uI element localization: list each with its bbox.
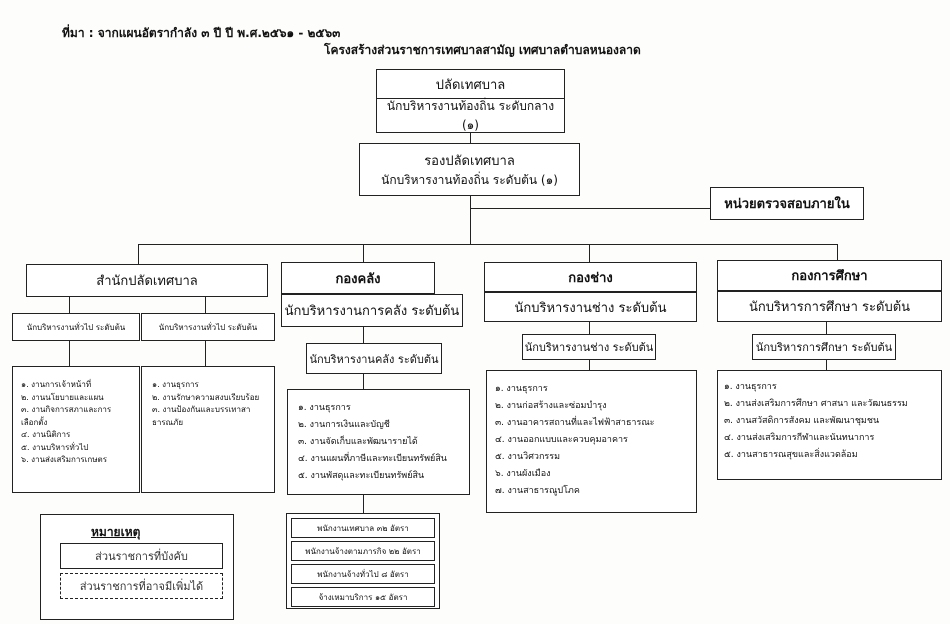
list-item: ๒. งานนโยบายและแผน (21, 392, 104, 402)
list-item: ๒. งานการเงินและบัญชี (298, 420, 390, 430)
office-sub-left: นักบริหารงานทั่วไป ระดับต้น (12, 313, 140, 341)
source-note: ที่มา : จากแผนอัตรากำลัง ๓ ปี ปี พ.ศ.๒๕๖… (62, 26, 341, 40)
staff-row: พนักงานจ้างตามภารกิจ ๒๒ อัตรา (291, 541, 435, 561)
education-subtitle-box: นักบริหารการศึกษา ระดับต้น (717, 291, 942, 322)
note-box: หมายเหตุ ส่วนราชการที่บังคับ ส่วนราชการท… (40, 514, 234, 620)
finance-sub-box: นักบริหารงานคลัง ระดับต้น (306, 343, 442, 374)
list-item: ๖. งานส่งเสริมการเกษตร (21, 455, 107, 464)
list-item: ๓. งานจัดเก็บและพัฒนารายได้ (298, 437, 418, 447)
education-sub-box: นักบริหารการศึกษา ระดับต้น (752, 334, 896, 360)
engineering-sub-box: นักบริหารงานช่าง ระดับต้น (522, 334, 656, 360)
office-sub-right: นักบริหารงานทั่วไป ระดับต้น (141, 313, 275, 341)
list-item: ๖. งานผังเมือง (495, 469, 551, 479)
list-item: ๔. งานนิติการ (21, 430, 71, 439)
list-item: ๑. งานธุรการ (495, 384, 548, 394)
deputy-subtitle: นักบริหารงานท้องถิ่น ระดับต้น (๑) (381, 172, 558, 187)
deputy-box: รองปลัดเทศบาล นักบริหารงานท้องถิ่น ระดับ… (359, 143, 580, 196)
note-line1: ส่วนราชการที่บังคับ (60, 543, 223, 569)
office-left-list: ๑. งานการเจ้าหน้าที่๒. งานนโยบายและแผน๓.… (12, 366, 140, 493)
staff-box: พนักงานเทศบาล ๓๒ อัตรา พนักงานจ้างตามภาร… (286, 513, 440, 609)
list-item: ๒. งานรักษาความสงบเรียบร้อย (152, 392, 260, 402)
note-line2: ส่วนราชการที่อาจมีเพิ่มได้ (60, 573, 223, 599)
top-subtitle: นักบริหารงานท้องถิ่น ระดับกลาง (๑) (386, 99, 555, 132)
engineering-title-box: กองช่าง (484, 262, 697, 292)
list-item: ธารณภัย (152, 417, 184, 427)
staff-row: พนักงานจ้างทั่วไป ๘ อัตรา (291, 564, 435, 584)
education-list: ๑. งานธุรการ๒. งานส่งเสริมการศึกษา ศาสนา… (717, 370, 942, 480)
office-title-box: สำนักปลัดเทศบาล (26, 264, 268, 297)
list-item: ๕. งานบริหารทั่วไป (21, 442, 89, 452)
list-item: ๕. งานวิศวกรรม (495, 452, 561, 462)
list-item: ๑. งานธุรการ (298, 403, 351, 413)
list-item: ๔. งานออกแบบและควบคุมอาคาร (495, 435, 628, 445)
list-item: ๔. งานส่งเสริมการกีฬาและนันทนาการ (724, 433, 875, 443)
engineering-subtitle-box: นักบริหารงานช่าง ระดับต้น (484, 292, 697, 322)
note-title: หมายเหตุ (91, 525, 141, 539)
list-item: ๕. งานพัสดุและทะเบียนทรัพย์สิน (298, 471, 425, 481)
finance-subtitle-box: นักบริหารงานการคลัง ระดับต้น (281, 294, 463, 327)
list-item: ๑. งานธุรการ (152, 380, 199, 389)
audit-box: หน่วยตรวจสอบภายใน (710, 187, 864, 220)
list-item: ๒. งานก่อสร้างและซ่อมบำรุง (495, 401, 607, 411)
finance-title-box: กองคลัง (281, 262, 435, 294)
list-item: ๒. งานส่งเสริมการศึกษา ศาสนา และวัฒนธรรม (724, 399, 908, 409)
list-item: ๓. งานสวัสดิการสังคม และพัฒนาชุมชน (724, 416, 880, 426)
list-item: ๑. งานธุรการ (724, 382, 777, 392)
top-box: ปลัดเทศบาล นักบริหารงานท้องถิ่น ระดับกลา… (376, 69, 565, 133)
list-item: ๔. งานแผนที่ภาษีและทะเบียนทรัพย์สิน (298, 454, 447, 464)
list-item: ๗. งานสาธารณูปโภค (495, 486, 580, 496)
list-item: ๓. งานอาคารสถานที่และไฟฟ้าสาธารณะ (495, 418, 655, 428)
finance-list: ๑. งานธุรการ๒. งานการเงินและบัญชี๓. งานจ… (287, 389, 470, 495)
list-item: ๑. งานการเจ้าหน้าที่ (21, 380, 92, 389)
staff-row: จ้างเหมาบริการ ๑๕ อัตรา (291, 587, 435, 607)
list-item: ๓. งานป้องกันและบรรเทาสา (152, 405, 251, 414)
engineering-list: ๑. งานธุรการ๒. งานก่อสร้างและซ่อมบำรุง๓.… (486, 370, 697, 513)
top-title: ปลัดเทศบาล (377, 70, 564, 99)
list-item: ๕. งานสาธารณสุขและสิ่งแวดล้อม (724, 450, 858, 460)
page-title: โครงสร้างส่วนราชการเทศบาลสามัญ เทศบาลตำบ… (324, 43, 641, 57)
office-right-list: ๑. งานธุรการ๒. งานรักษาความสงบเรียบร้อย๓… (141, 366, 275, 493)
list-item: ๓. งานกิจการสภาและการ (21, 405, 112, 414)
list-item: เลือกตั้ง (21, 417, 48, 427)
staff-row: พนักงานเทศบาล ๓๒ อัตรา (291, 518, 435, 538)
deputy-title: รองปลัดเทศบาล (424, 153, 515, 169)
education-title-box: กองการศึกษา (717, 260, 942, 291)
